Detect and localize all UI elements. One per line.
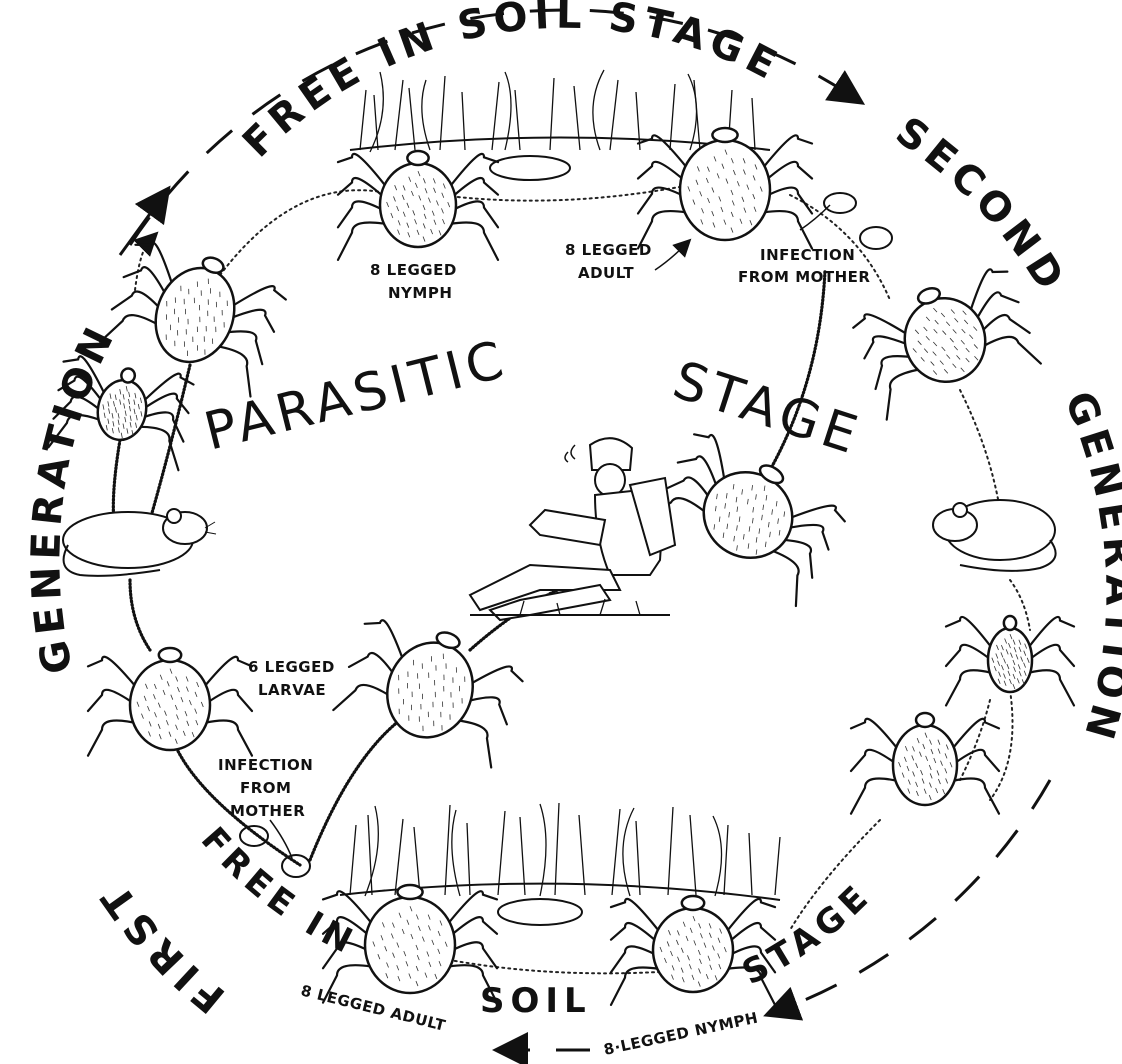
- label-larvae-2: LARVAE: [258, 681, 326, 699]
- adult-bottom-mite: [323, 885, 497, 1003]
- label-adult-top-1: 8 LEGGED: [565, 241, 652, 259]
- small-right-mite-1: [946, 616, 1074, 705]
- soil-burrow-top: [490, 156, 570, 180]
- mouse-right: [933, 500, 1056, 571]
- generation-left-text: GENERATION: [23, 316, 125, 678]
- larvae-left-mite: [88, 648, 252, 756]
- parasitic-title: PARASITIC: [199, 329, 514, 462]
- label-infection-bottom-1: INFECTION: [218, 756, 313, 774]
- label-nymph-top-1: 8 LEGGED: [370, 261, 457, 279]
- first-text: FIRST: [90, 872, 234, 1022]
- label-nymph-bottom: 8·LEGGED NYMPH: [602, 1009, 760, 1059]
- label-adult-top-2: ADULT: [578, 264, 634, 282]
- label-infection-top-2: FROM MOTHER: [738, 268, 870, 286]
- nymph-right-mite: [849, 261, 1040, 419]
- label-nymph-top-2: NYMPH: [388, 284, 452, 302]
- soil-burrow-bottom: [498, 899, 582, 925]
- adult-top-mite: [638, 128, 812, 249]
- stage-title: STAGE: [666, 350, 869, 467]
- label-infection-bottom-3: MOTHER: [230, 802, 305, 820]
- label-infection-top-1: INFECTION: [760, 246, 855, 264]
- free-in-soil-top-text: FREE IN SOIL STAGE: [234, 0, 789, 166]
- label-infection-bottom-2: FROM: [240, 779, 291, 797]
- soldier-figure: [470, 438, 675, 620]
- generation-right-text: GENERATION: [1055, 385, 1122, 749]
- label-larvae-1: 6 LEGGED: [248, 658, 335, 676]
- larvae-center-mite: [333, 605, 529, 768]
- second-text: SECOND: [887, 108, 1075, 302]
- mouse-left: [63, 509, 216, 576]
- nymph-top-mite: [338, 151, 498, 260]
- small-right-mite-2: [851, 713, 999, 814]
- stage-bottom-text: STAGE: [736, 875, 880, 994]
